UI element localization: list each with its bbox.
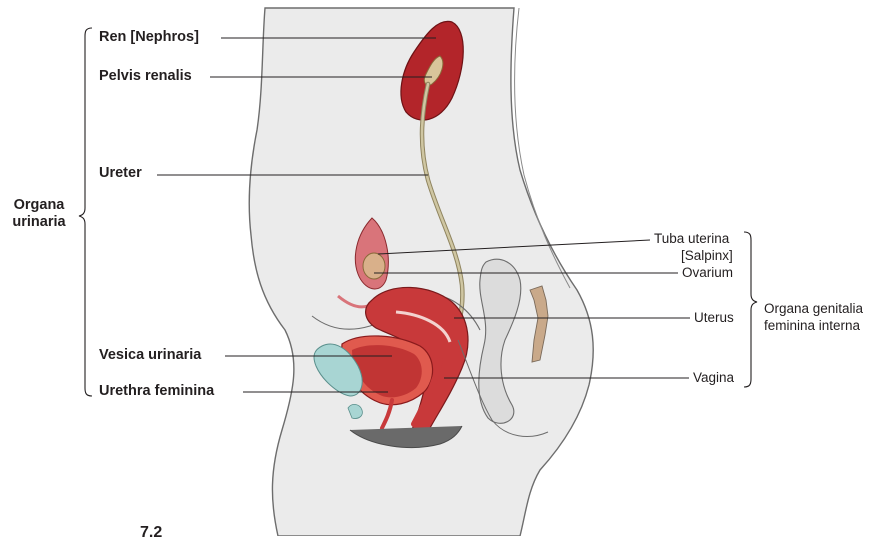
label-ren: Ren [Nephros]: [99, 29, 199, 45]
group-label-line-1: Organa: [4, 197, 74, 214]
right-bracket: [744, 232, 757, 387]
label-uterus: Uterus: [694, 310, 734, 325]
label-salpinx: [Salpinx]: [681, 248, 733, 263]
group-label-line-2: feminina interna: [764, 317, 863, 334]
label-pelvis-renalis: Pelvis renalis: [99, 68, 192, 84]
group-label-organa-urinaria: Organa urinaria: [4, 197, 74, 231]
group-label-organa-genitalia: Organa genitalia feminina interna: [764, 300, 863, 334]
label-vesica-urinaria: Vesica urinaria: [99, 347, 201, 363]
ovary: [363, 253, 385, 279]
group-label-line-1: Organa genitalia: [764, 300, 863, 317]
label-vagina: Vagina: [693, 370, 734, 385]
figure-number: 7.2: [140, 524, 162, 542]
label-ureter: Ureter: [99, 165, 142, 181]
label-ovarium: Ovarium: [682, 265, 733, 280]
left-bracket: [79, 28, 92, 396]
label-tuba-uterina: Tuba uterina: [654, 231, 729, 246]
group-label-line-2: urinaria: [4, 214, 74, 231]
label-urethra-feminina: Urethra feminina: [99, 383, 214, 399]
